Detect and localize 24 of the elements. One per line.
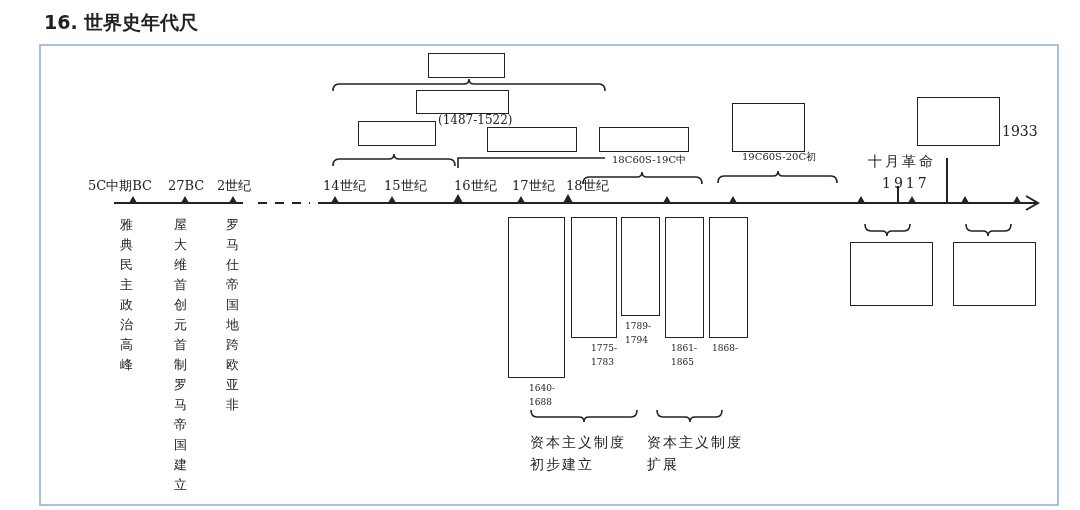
time-label: 1917 (882, 176, 930, 192)
time-label: 17世纪 (512, 179, 555, 194)
time-label: 14世纪 (323, 179, 366, 194)
event-text: 雅典民主政治高峰 (120, 216, 134, 374)
time-label: 18世纪 (566, 179, 609, 194)
date-label: 1789- 1794 (625, 320, 652, 348)
date-label: 1868- (712, 342, 739, 355)
date-label: 1861- 1865 (671, 342, 698, 370)
period-label: 资本主义制度初步建立 (530, 433, 627, 474)
time-label: 27BC (168, 179, 205, 194)
date-label: (1487-1522) (438, 114, 513, 128)
date-label: 1775- 1783 (591, 342, 618, 370)
date-label: 1933 (1002, 124, 1038, 140)
event-text: 罗马仕帝国地跨欧亚非 (226, 216, 240, 414)
time-label: 16世纪 (454, 179, 497, 194)
date-label: 1640- 1688 (529, 382, 556, 410)
period-label: 资本主义制度扩展 (647, 433, 744, 474)
time-label: 十月革命 (868, 154, 936, 170)
time-label: 15世纪 (384, 179, 427, 194)
event-text: 屋大维首创元首制罗马帝国建立 (174, 216, 188, 494)
time-label: 5C中期BC (88, 179, 152, 194)
time-label: 19C60S-20C初 (742, 151, 817, 162)
title: 16. 世界史年代尺 (44, 12, 199, 33)
time-label: 2世纪 (217, 179, 252, 194)
